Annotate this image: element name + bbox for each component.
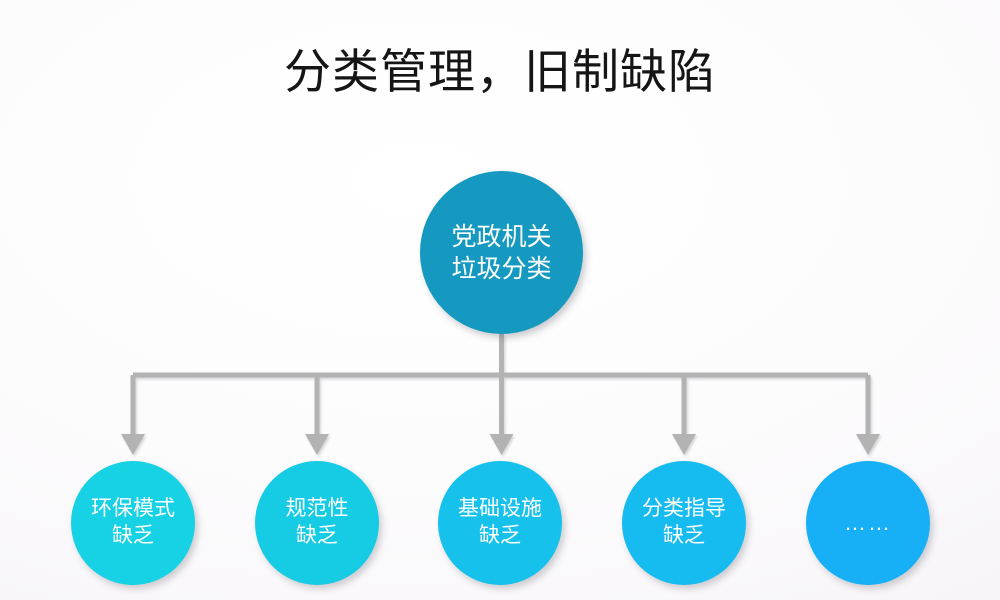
node-leaf-label: 基础设施 缺乏 <box>458 497 542 547</box>
page-title: 分类管理，旧制缺陷 <box>284 45 716 98</box>
node-leaf-classification-guidance[interactable]: 分类指导 缺乏 <box>622 461 746 585</box>
node-leaf-label: 规范性 缺乏 <box>285 497 349 547</box>
arrowhead-1 <box>305 434 329 455</box>
arrowhead-4 <box>856 434 880 455</box>
node-leaf-label: 分类指导 缺乏 <box>642 497 726 547</box>
node-leaf-label: 环保模式 缺乏 <box>91 497 175 547</box>
node-leaf-label: …… <box>844 509 892 535</box>
arrowhead-3 <box>672 434 696 455</box>
node-leaf-more[interactable]: …… <box>806 461 930 585</box>
node-root-label: 党政机关 垃圾分类 <box>451 222 552 283</box>
node-leaf-infrastructure[interactable]: 基础设施 缺乏 <box>438 461 562 585</box>
arrowhead-0 <box>121 434 145 455</box>
node-leaf-environment-model[interactable]: 环保模式 缺乏 <box>71 461 195 585</box>
node-leaf-standardization[interactable]: 规范性 缺乏 <box>255 461 379 585</box>
arrowhead-2 <box>489 434 514 455</box>
node-root[interactable]: 党政机关 垃圾分类 <box>420 171 583 334</box>
